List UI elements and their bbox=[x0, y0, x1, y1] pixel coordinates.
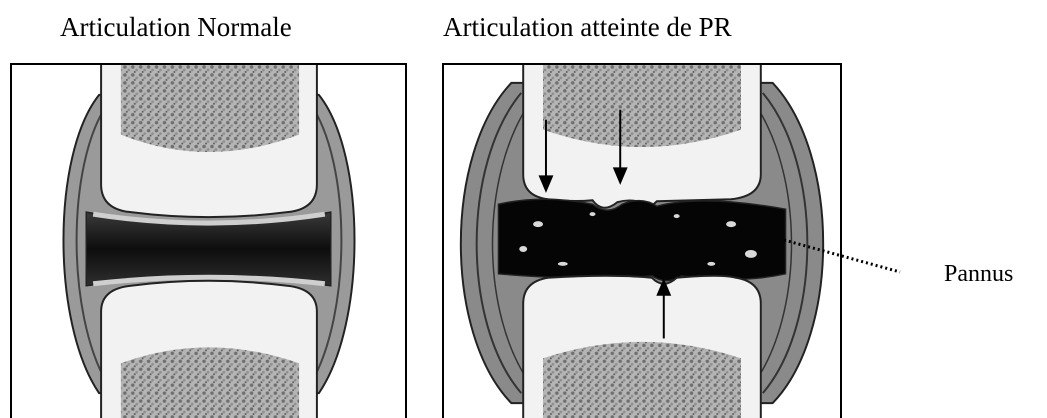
pannus-mass bbox=[498, 199, 785, 281]
lower-marrow bbox=[121, 347, 299, 418]
ra-joint-illustration bbox=[442, 63, 842, 418]
normal-joint-illustration bbox=[10, 63, 407, 418]
title-normal-joint: Articulation Normale bbox=[60, 12, 292, 43]
upper-marrow bbox=[121, 65, 299, 152]
pannus-label: Pannus bbox=[944, 261, 1013, 288]
title-ra-joint: Articulation atteinte de PR bbox=[443, 12, 732, 43]
